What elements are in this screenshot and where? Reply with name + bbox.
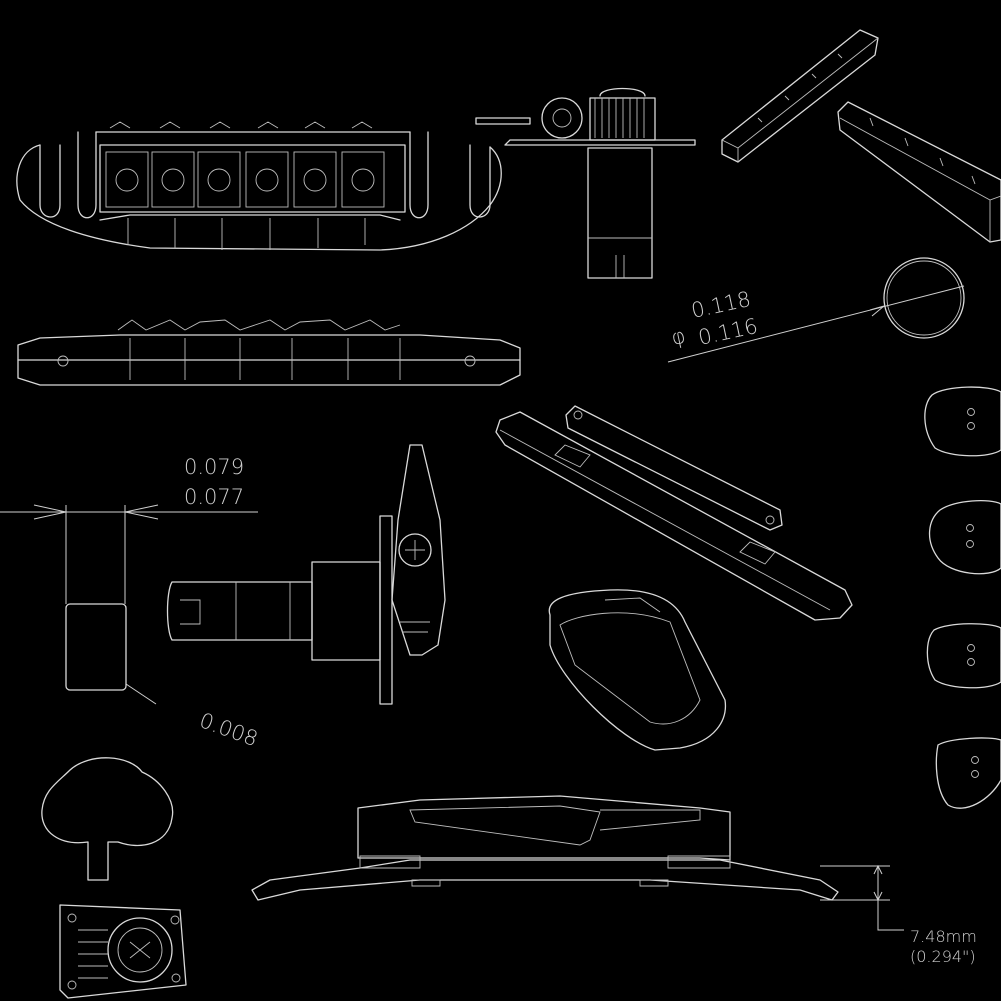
width-upper-value: 0.079 [184,455,244,479]
acoustic-bridge [251,795,839,901]
knob-2 [928,500,1001,575]
height-mm-value: 7.48mm [910,927,977,946]
nut-1 [721,29,879,163]
height-in-value: (0.294") [910,947,976,966]
tailpiece-side-view [17,319,521,386]
width-lower-value: 0.077 [184,485,244,509]
shim-block: 0.008 [65,603,261,751]
clearance-value: 0.008 [196,708,261,751]
pick-holder [548,589,727,751]
washer-ring [667,257,965,363]
nut-2 [837,101,1001,243]
diameter-dimension: φ 0.118 0.116 [669,287,760,350]
width-dimension: 0.079 0.077 [0,455,258,604]
tailpiece-top-view [16,121,502,251]
knob-1 [924,386,1001,457]
output-jack [475,87,696,279]
dia-symbol: φ [669,324,688,350]
saddle-bridge [495,405,853,621]
knob-4 [935,737,1001,809]
knob-3 [926,623,1001,689]
tuner-machine [41,757,187,999]
jack-plate [166,444,446,705]
height-dimension: 7.48mm (0.294") [820,864,977,966]
